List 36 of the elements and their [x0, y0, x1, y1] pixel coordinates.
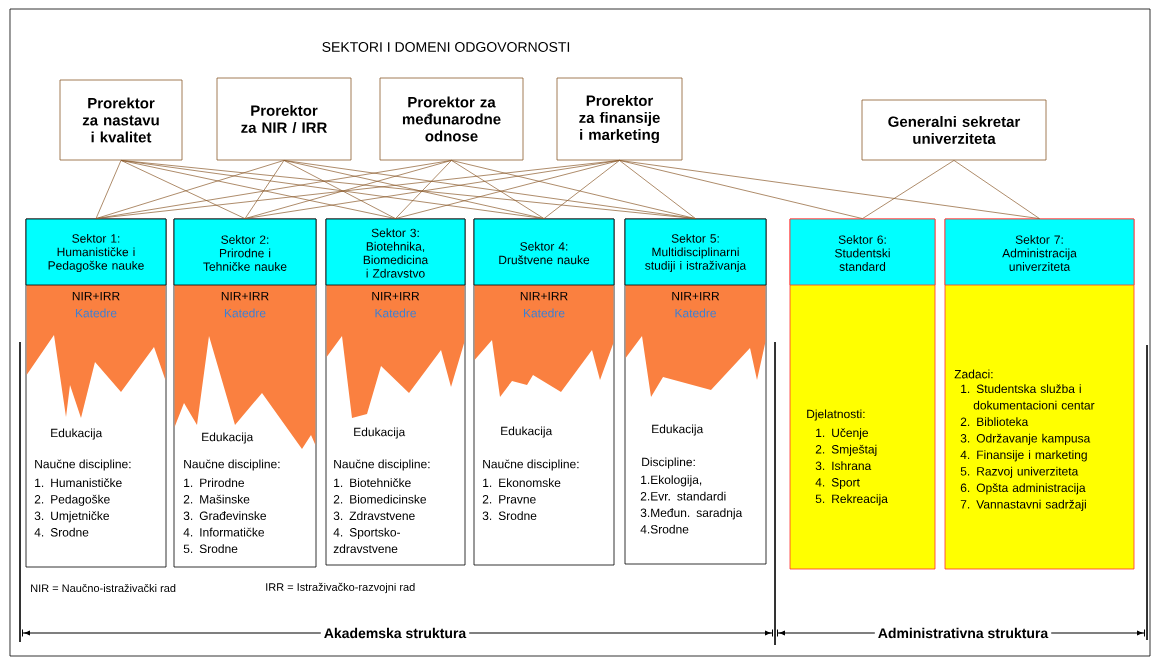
- sector-column: Sektor 3: Biotehnika, Biomedicina i Zdravstvo NIR+IRR Katedre Edukacija Naučne discipline: 1. Biotehničke 2. Biomedicinske 3. Zdravstvene 4. Sportsko-zdravstvene: [325, 218, 466, 566]
- connector-line: [120, 160, 396, 219]
- sector-column: Sektor 4: Društvene nauke NIR+IRR Katedre Edukacija Naučne discipline: 1. Ekonomske 2. Pravne 3. Srodne: [473, 218, 615, 566]
- section-label: Akademska struktura: [320, 624, 470, 642]
- note: IRR = Istraživačko-razvojni rad: [266, 582, 415, 594]
- connector-line: [244, 160, 285, 219]
- connector-line: [619, 160, 863, 219]
- connector-line: [953, 160, 1040, 219]
- note: NIR = Naučno-istraživački rad: [31, 583, 176, 593]
- sector-column: Sektor 2: Prirodne i Tehničke nauke NIR+IRR Katedre Edukacija Naučne discipline: 1. Prirodne 2. Mašinske 3. Građevinske 4. Informatičke 5. Srodne: [173, 218, 317, 568]
- connector-line: [862, 160, 955, 219]
- connector-line: [395, 160, 620, 219]
- role-box: Prorektor za NIR / IRR: [216, 77, 352, 161]
- connector-line: [120, 160, 246, 219]
- sector-column: Sektor 6: Studentski standard Djelatnosti: 1. Učenje 2. Smještaj 3. Ishrana 4. Sport 5. Rekreacija: [789, 218, 936, 570]
- role-box: Prorektor za međunarodne odnose: [379, 77, 524, 161]
- role-box: Prorektor za nastavu i kvalitet: [59, 79, 183, 161]
- connector-line: [451, 160, 696, 219]
- connector-line: [619, 160, 696, 219]
- connector-line: [283, 160, 545, 219]
- connector-line: [451, 160, 545, 219]
- connector-line: [244, 160, 452, 219]
- section-label: Administrativna struktura: [874, 624, 1052, 642]
- title: SEKTORI I DOMENI ODGOVORNOSTI: [322, 42, 570, 52]
- connector-line: [95, 160, 122, 219]
- sector-column: Sektor 5: Multidisciplinarni studiji i istraživanja NIR+IRR Katedre Edukacija Discipline: 1.Ekologija, 2.Evr. standardi 3.Međun. saradnja 4.Srodne: [624, 218, 767, 565]
- connector-line: [395, 160, 452, 219]
- role-box: Prorektor za finansije i marketing: [556, 77, 683, 161]
- sector-column: Sektor 1: Humanističke i Pedagoške nauke NIR+IRR Katedre Edukacija Naučne discipline: 1. Humanističke 2. Pedagoške 3. Umjetničke 4. Srodne: [25, 218, 167, 568]
- connector-line: [95, 160, 285, 219]
- connector-line: [244, 160, 620, 219]
- connector-line: [283, 160, 396, 219]
- connector-line: [619, 160, 1040, 219]
- connector-line: [543, 160, 620, 219]
- role-box: Generalni sekretar univerziteta: [861, 99, 1047, 161]
- sector-column: Sektor 7: Administracija univerziteta Zadaci: 1. Studentska služba i dokumentacioni centar 2. Biblioteka 3. Održavanje kampusa 4. Finansije i marketing 5. Razvoj univerziteta 6. Opšta administracija 7. Vannastavni sadržaji: [944, 218, 1135, 570]
